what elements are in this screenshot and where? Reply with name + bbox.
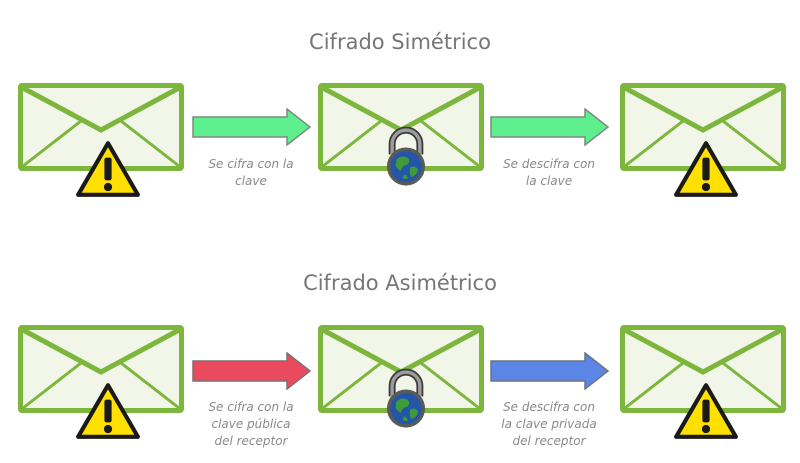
envelope-asym-decrypted — [620, 325, 786, 413]
warning-icon — [673, 382, 739, 440]
padlock-globe-icon — [380, 126, 432, 188]
arrow-sym-decrypt — [490, 108, 610, 146]
envelope-icon — [623, 327, 783, 410]
envelope-sym-plain — [18, 83, 184, 171]
symmetric-title: Cifrado Simétrico — [309, 30, 491, 54]
envelope-sym-decrypted — [620, 83, 786, 171]
envelope-icon — [21, 327, 181, 410]
caption-asym-decrypt: Se descifra con la clave privada del rec… — [501, 400, 597, 448]
envelope-asym-plain — [18, 325, 184, 413]
arrow-asym-encrypt — [192, 352, 312, 390]
arrow-asym-decrypt — [490, 352, 610, 390]
envelope-asym-encrypted — [318, 325, 484, 413]
warning-icon — [75, 382, 141, 440]
envelope-icon — [623, 85, 783, 168]
envelope-icon — [21, 85, 181, 168]
warning-icon — [673, 140, 739, 198]
arrow-sym-encrypt — [192, 108, 312, 146]
caption-asym-encrypt: Se cifra con la clave pública del recept… — [208, 400, 294, 448]
envelope-sym-encrypted — [318, 83, 484, 171]
warning-icon — [75, 140, 141, 198]
asymmetric-title: Cifrado Asimétrico — [303, 271, 497, 295]
padlock-globe-icon — [380, 368, 432, 430]
caption-sym-encrypt: Se cifra con la clave — [208, 157, 294, 188]
caption-sym-decrypt: Se descifra con la clave — [503, 157, 595, 188]
